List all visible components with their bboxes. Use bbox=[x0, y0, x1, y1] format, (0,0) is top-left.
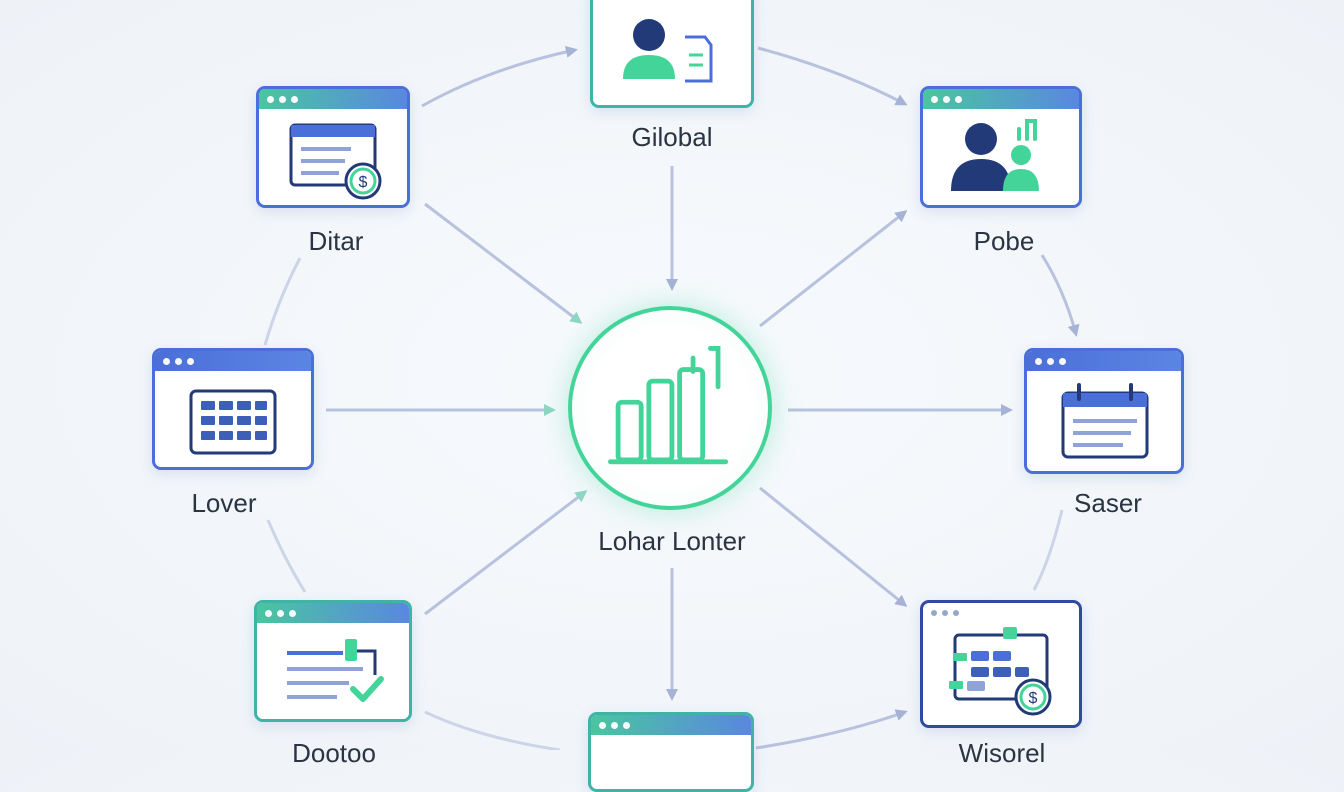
spoke-hub-bottomright bbox=[759, 486, 908, 607]
arc-topright-midright bbox=[1040, 254, 1080, 337]
hub-node[interactable] bbox=[568, 306, 772, 510]
arc-midright-bottomright bbox=[1032, 509, 1064, 591]
node-top[interactable] bbox=[590, 0, 754, 108]
user-document-icon bbox=[623, 19, 713, 83]
users-chart-icon bbox=[951, 119, 1039, 191]
node-top-right[interactable] bbox=[920, 86, 1082, 208]
svg-text:$: $ bbox=[359, 174, 368, 191]
spoke-bottomleft-hub bbox=[424, 490, 588, 616]
node-bottom-left[interactable] bbox=[254, 600, 412, 722]
flow-diagram: Lohar Lonter Gilobal bbox=[152, 0, 1184, 792]
node-top-label: Gilobal bbox=[631, 122, 713, 152]
bar-chart-icon bbox=[608, 346, 729, 465]
node-bottom-right[interactable]: $ bbox=[920, 600, 1082, 728]
calendar-grid-icon bbox=[189, 389, 277, 455]
connector-layer bbox=[263, 45, 1080, 750]
arc-topleft-top bbox=[421, 45, 578, 108]
spoke-hub-topright bbox=[759, 210, 908, 328]
node-top-left[interactable]: $ bbox=[256, 86, 410, 208]
arc-top-topright bbox=[757, 46, 908, 106]
node-bottom-right-label: Wisorel bbox=[958, 738, 1046, 768]
svg-text:$: $ bbox=[1029, 690, 1038, 707]
spoke-topleft-hub bbox=[424, 202, 583, 324]
node-mid-right-label: Saser bbox=[1074, 488, 1142, 518]
node-top-left-label: Ditar bbox=[308, 226, 364, 256]
arc-topleft-midleft bbox=[263, 257, 302, 346]
node-bottom[interactable] bbox=[588, 712, 754, 792]
arc-bottomleft-bottom bbox=[424, 710, 561, 750]
arc-bottom-bottomright bbox=[755, 709, 908, 750]
node-mid-left-label: Lover bbox=[191, 488, 257, 518]
invoice-dollar-icon: $ bbox=[289, 123, 382, 200]
node-mid-right[interactable] bbox=[1024, 348, 1184, 474]
calendar-list-icon bbox=[1061, 383, 1149, 459]
hub-label: Lohar Lonter bbox=[598, 526, 746, 556]
checklist-icon bbox=[287, 639, 384, 702]
arc-midleft-bottomleft bbox=[266, 519, 307, 593]
node-mid-left[interactable] bbox=[152, 348, 314, 470]
gantt-dollar-icon: $ bbox=[949, 627, 1052, 716]
node-top-right-label: Pobe bbox=[973, 226, 1035, 256]
node-bottom-left-label: Dootoo bbox=[292, 738, 376, 768]
